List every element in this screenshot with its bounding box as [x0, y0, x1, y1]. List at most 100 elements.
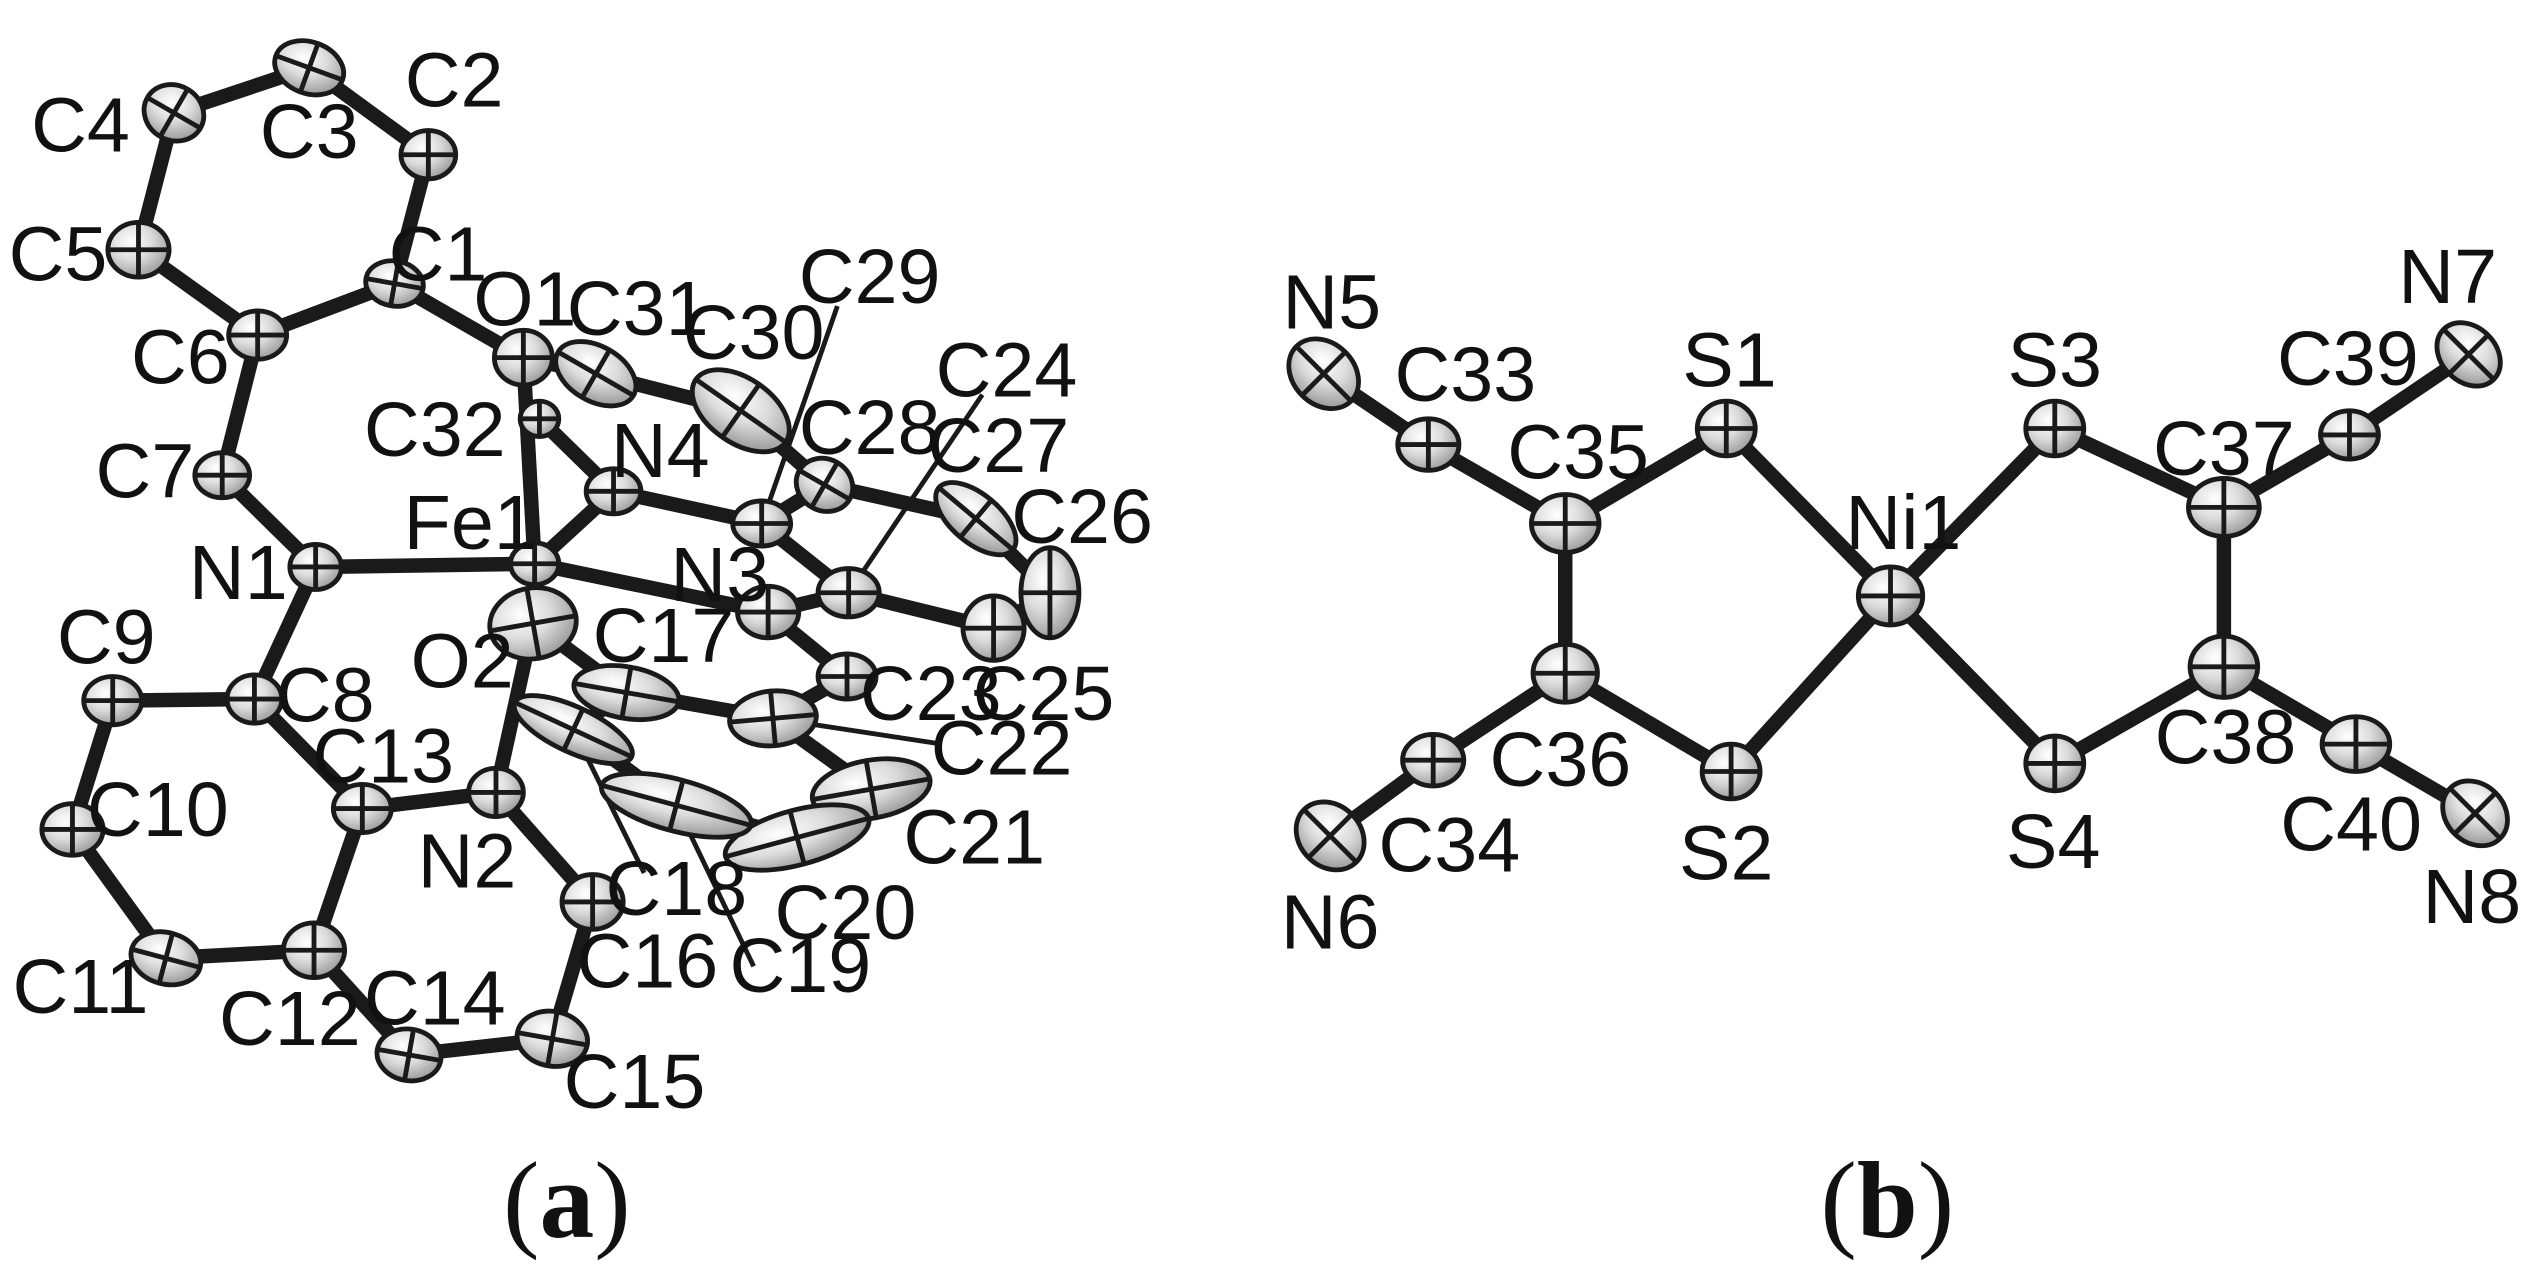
atom-ellipsoid-c6: [226, 308, 290, 362]
atom-ellipsoid-c2: [398, 128, 459, 182]
atom-label-c22: C22: [931, 706, 1073, 792]
atom-ellipsoid-c25: [960, 593, 1027, 663]
atom-ellipsoid-c40: [2319, 714, 2393, 774]
atom-ellipsoid-c35: [1529, 492, 1602, 555]
atom-label-c31: C31: [567, 266, 709, 352]
atom-ellipsoid-n2: [466, 765, 526, 819]
atom-ellipsoid-c37: [2186, 475, 2262, 539]
atom-label-n4: N4: [611, 408, 710, 494]
atom-label-s3: S3: [2008, 318, 2103, 404]
atom-ellipsoid-c13: [330, 781, 394, 836]
atom-label-n3: N3: [670, 532, 769, 618]
atom-label-c3: C3: [260, 89, 359, 175]
atom-ellipsoid-s3: [2023, 398, 2087, 459]
bond-fe1-n3: [527, 556, 776, 620]
atom-label-c24: C24: [936, 327, 1078, 413]
atom-label-c19: C19: [729, 923, 871, 1009]
atom-ellipsoid-c19: [598, 770, 754, 840]
atom-ellipsoid-c15: [514, 1008, 590, 1069]
ellipsoid-axis: [580, 348, 612, 399]
atom-ellipsoid-c29: [730, 498, 794, 549]
atom-label-c6: C6: [131, 314, 230, 400]
atom-label-s1: S1: [1682, 318, 1777, 404]
atom-label-c15: C15: [564, 1039, 706, 1125]
atom-label-c4: C4: [31, 83, 130, 169]
atom-label-c10: C10: [87, 767, 229, 853]
atom-ellipsoid-n8: [2440, 778, 2510, 849]
atom-ellipsoid-c27: [933, 480, 1019, 558]
atom-label-c39: C39: [2277, 316, 2419, 402]
atoms-panel-a: [39, 38, 1082, 1084]
atom-ellipsoid-ni1: [1855, 564, 1926, 628]
atom-ellipsoid-n7: [2434, 320, 2503, 389]
ellipsoid-axis: [156, 932, 175, 984]
atom-label-n1: N1: [189, 530, 288, 616]
atom-ellipsoid-c4: [141, 82, 207, 144]
atom-label-c1: C1: [389, 211, 488, 297]
atom-ellipsoid-n3: [735, 583, 802, 641]
atom-ellipsoid-o1: [491, 327, 555, 388]
ellipsoid-axis: [388, 260, 401, 307]
atom-label-c2: C2: [405, 37, 504, 123]
atom-label-fe1: Fe1: [404, 480, 537, 566]
atom-ellipsoid-s2: [1699, 741, 1763, 802]
atom-label-c8: C8: [276, 653, 375, 739]
atom-ellipsoid-c12: [281, 920, 348, 981]
ellipsoid-axis: [298, 42, 321, 93]
atom-ellipsoid-c7: [192, 450, 253, 501]
atom-label-c27: C27: [928, 403, 1070, 489]
atom-ellipsoid-n6: [1293, 799, 1367, 873]
ellipsoid-axis: [158, 87, 190, 138]
ellipsoid-axis: [2447, 333, 2490, 376]
atom-label-c20: C20: [775, 870, 917, 956]
ellipsoid-axis: [2452, 791, 2498, 836]
atom-ellipsoid-s4: [2023, 733, 2087, 794]
leader-line-c29: [759, 305, 840, 525]
atom-ellipsoid-c30: [689, 367, 792, 455]
atom-ellipsoid-c17: [571, 663, 682, 722]
bond-ni1-s2: [1723, 588, 1898, 779]
atom-ellipsoid-c33: [1395, 416, 1462, 473]
atom-ellipsoid-o2: [487, 585, 579, 662]
atom-label-c29: C29: [799, 234, 941, 320]
atom-label-c7: C7: [96, 429, 195, 515]
ellipsoid-axis: [667, 779, 686, 831]
atom-ellipsoid-c26: [1018, 545, 1082, 641]
ellipsoid-axis: [809, 461, 840, 509]
atom-label-n7: N7: [2398, 234, 2497, 320]
atom-label-c5: C5: [9, 211, 108, 297]
panel-caption-a: (a): [503, 1139, 631, 1261]
atom-ellipsoid-c28: [793, 455, 856, 514]
atom-label-c28: C28: [799, 385, 941, 471]
atom-label-c38: C38: [2155, 694, 2297, 780]
ellipsoid-axis: [720, 383, 762, 439]
ellipsoid-axis: [1306, 812, 1354, 860]
ellipsoid-axis: [863, 760, 879, 819]
ellipsoid-axis: [1300, 350, 1348, 398]
atom-label-c40: C40: [2280, 781, 2422, 867]
atom-ellipsoid-c39: [2318, 408, 2381, 462]
atom-ellipsoid-c38: [2187, 633, 2261, 700]
atom-label-s2: S2: [1679, 810, 1774, 896]
atom-ellipsoid-c14: [374, 1026, 444, 1084]
atom-ellipsoid-c16: [559, 872, 626, 932]
atom-label-c17: C17: [593, 593, 735, 679]
atom-ellipsoid-c31: [553, 339, 639, 409]
atom-label-c30: C30: [683, 290, 825, 376]
atom-label-s4: S4: [2006, 799, 2101, 885]
atom-label-c33: C33: [1395, 332, 1537, 418]
atom-ellipsoid-c34: [1400, 732, 1467, 789]
atom-ellipsoid-c11: [128, 929, 204, 988]
atom-ellipsoid-n4: [583, 466, 644, 517]
panel-letter-b: b: [1857, 1139, 1918, 1261]
atom-ellipsoid-c18: [511, 693, 635, 767]
atom-ellipsoid-c32: [517, 398, 562, 439]
leader-line-c24: [846, 393, 985, 595]
atom-ellipsoid-c22: [727, 688, 819, 749]
atom-ellipsoid-c8: [224, 672, 285, 726]
atom-ellipsoid-c10: [39, 801, 106, 858]
atom-label-c36: C36: [1490, 717, 1632, 803]
ellipsoid-axis: [545, 1011, 560, 1067]
